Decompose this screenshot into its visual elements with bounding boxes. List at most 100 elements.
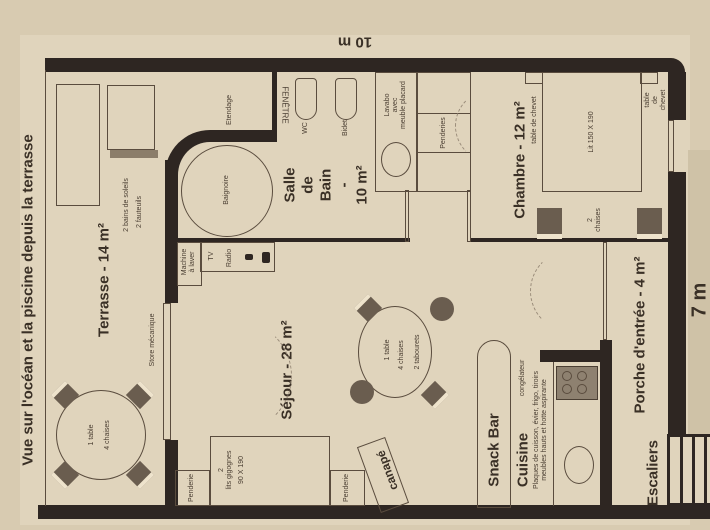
bathroom-title-line: de	[299, 176, 317, 194]
wc-label: WC	[301, 122, 309, 134]
door-swing	[180, 320, 292, 432]
wardrobe-shelf	[417, 113, 471, 153]
terrace-edge	[45, 70, 47, 506]
terrace-pool-lounger	[56, 84, 100, 206]
beds-word: lits gigognes	[225, 450, 233, 490]
wall-bottom	[38, 505, 710, 519]
window-chambre	[668, 120, 674, 172]
snack-bar-label: Snack Bar	[485, 413, 503, 487]
bedroom-chairs-label: 2 chaises	[587, 208, 603, 232]
window-terrace	[163, 303, 171, 440]
living-stools-label: 2 tabourets	[413, 334, 421, 370]
bathtub-label: Baignoire	[222, 175, 230, 205]
wall-porche	[600, 340, 612, 506]
door-porche	[603, 242, 607, 340]
wardrobe-right	[330, 470, 365, 506]
armchairs-label: 2 fauteuils	[135, 196, 143, 228]
stair-step	[692, 437, 695, 503]
radio-label: Radio	[225, 248, 233, 268]
wall-chambre-left	[467, 190, 471, 242]
wall-right-bottom	[668, 172, 686, 435]
wardrobe-label: Penderies	[439, 117, 447, 149]
etendage-label: Etendage	[225, 95, 233, 125]
cooktop-icon	[556, 366, 598, 400]
wall-fenetre	[272, 72, 277, 142]
washer-label: Machine à laver	[181, 249, 197, 275]
living-stool	[430, 297, 454, 321]
tv-label: TV	[207, 251, 215, 261]
bidet	[335, 78, 357, 120]
view-caption: Vue sur l'océan et la piscine depuis la …	[19, 134, 37, 466]
kitchen-title: Cuisine	[514, 432, 532, 488]
paper-edge	[688, 150, 710, 440]
bedroom-chair	[537, 208, 562, 239]
wall-right-top	[668, 72, 686, 120]
kitchen-sink	[564, 446, 594, 484]
door-swing	[455, 90, 527, 162]
wardrobe-left	[175, 470, 210, 506]
kitchen-desc-line: meubles hauts et hotte aspirante	[541, 379, 548, 481]
stair-step	[704, 437, 707, 503]
sunbeds-label: 2 bains de soleils	[122, 178, 130, 232]
living-table	[358, 306, 432, 398]
chairs-word: chaises	[595, 208, 602, 232]
snack-bar	[477, 340, 511, 508]
bunk-beds	[210, 436, 330, 506]
terrace-title: Terrasse - 14 m²	[95, 223, 113, 337]
nightstand-word: de	[651, 96, 659, 104]
sink-cabinet	[375, 72, 417, 192]
nightstand-word: table	[643, 92, 651, 108]
wall-bath-right	[405, 190, 409, 242]
terrace-table-label: 1 table	[87, 424, 95, 446]
nightstand	[640, 72, 658, 84]
terrace-chairs-label: 4 chaises	[103, 420, 111, 450]
tv-icon	[262, 252, 270, 263]
stairs	[667, 434, 710, 506]
bed-label: Lit 150 X 190	[587, 111, 595, 153]
wardrobe-right-label: Penderie	[342, 473, 350, 503]
wc	[295, 78, 317, 120]
beds-count: 2	[217, 468, 225, 472]
wall-kitchen	[540, 350, 602, 362]
bidet-label: Bidet	[341, 120, 349, 136]
bathroom-title-line: Bain	[317, 168, 335, 202]
washer-label-line: à laver	[189, 251, 196, 273]
sink-label-line: meuble placard	[400, 81, 408, 129]
radio-icon	[245, 254, 253, 260]
window-label: FENÊTRE	[280, 86, 290, 124]
kitchen-desc-line: Plaques de cuisson, évier, frigo, tiroir…	[532, 371, 540, 489]
tv-unit	[200, 242, 275, 272]
width-dimension: 10 m	[337, 33, 373, 51]
bathtub	[181, 145, 273, 237]
bed	[542, 72, 642, 192]
burner	[562, 384, 572, 394]
sunbed	[107, 85, 155, 150]
burner	[577, 384, 587, 394]
burner	[577, 371, 587, 381]
stair-step	[680, 437, 683, 503]
beds-size: 90 X 190	[238, 455, 246, 485]
wardrobe-left-label: Penderie	[187, 473, 195, 503]
height-dimension: 7 m	[688, 282, 710, 318]
nightstand	[525, 72, 543, 84]
porch-title: Porche d'entrée - 4 m²	[631, 256, 649, 414]
bedroom-chair	[637, 208, 662, 239]
living-stool	[350, 380, 374, 404]
sink-label: Lavabo avec meuble placard	[384, 81, 408, 129]
wall-sejour-top	[177, 238, 410, 242]
wall-terrace-lower	[165, 440, 178, 506]
stairs-label: Escaliers	[644, 440, 662, 506]
nightstand-word: chevet	[660, 89, 668, 111]
wall-chambre-bottom	[470, 238, 668, 242]
door-swing	[530, 250, 612, 332]
terrace-table	[56, 390, 146, 480]
kitchen-desc: Plaques de cuisson, évier, frigo, tiroir…	[533, 371, 549, 489]
kitchen-counter	[553, 362, 600, 506]
sink-label-line: Lavabo	[383, 93, 391, 117]
washer-label-line: Machine	[180, 248, 188, 276]
sink	[381, 142, 411, 177]
burner	[562, 371, 572, 381]
chairs-count: 2	[586, 218, 594, 222]
sink-label-line: avec	[391, 97, 399, 113]
bathroom-title-line: -	[335, 182, 353, 188]
